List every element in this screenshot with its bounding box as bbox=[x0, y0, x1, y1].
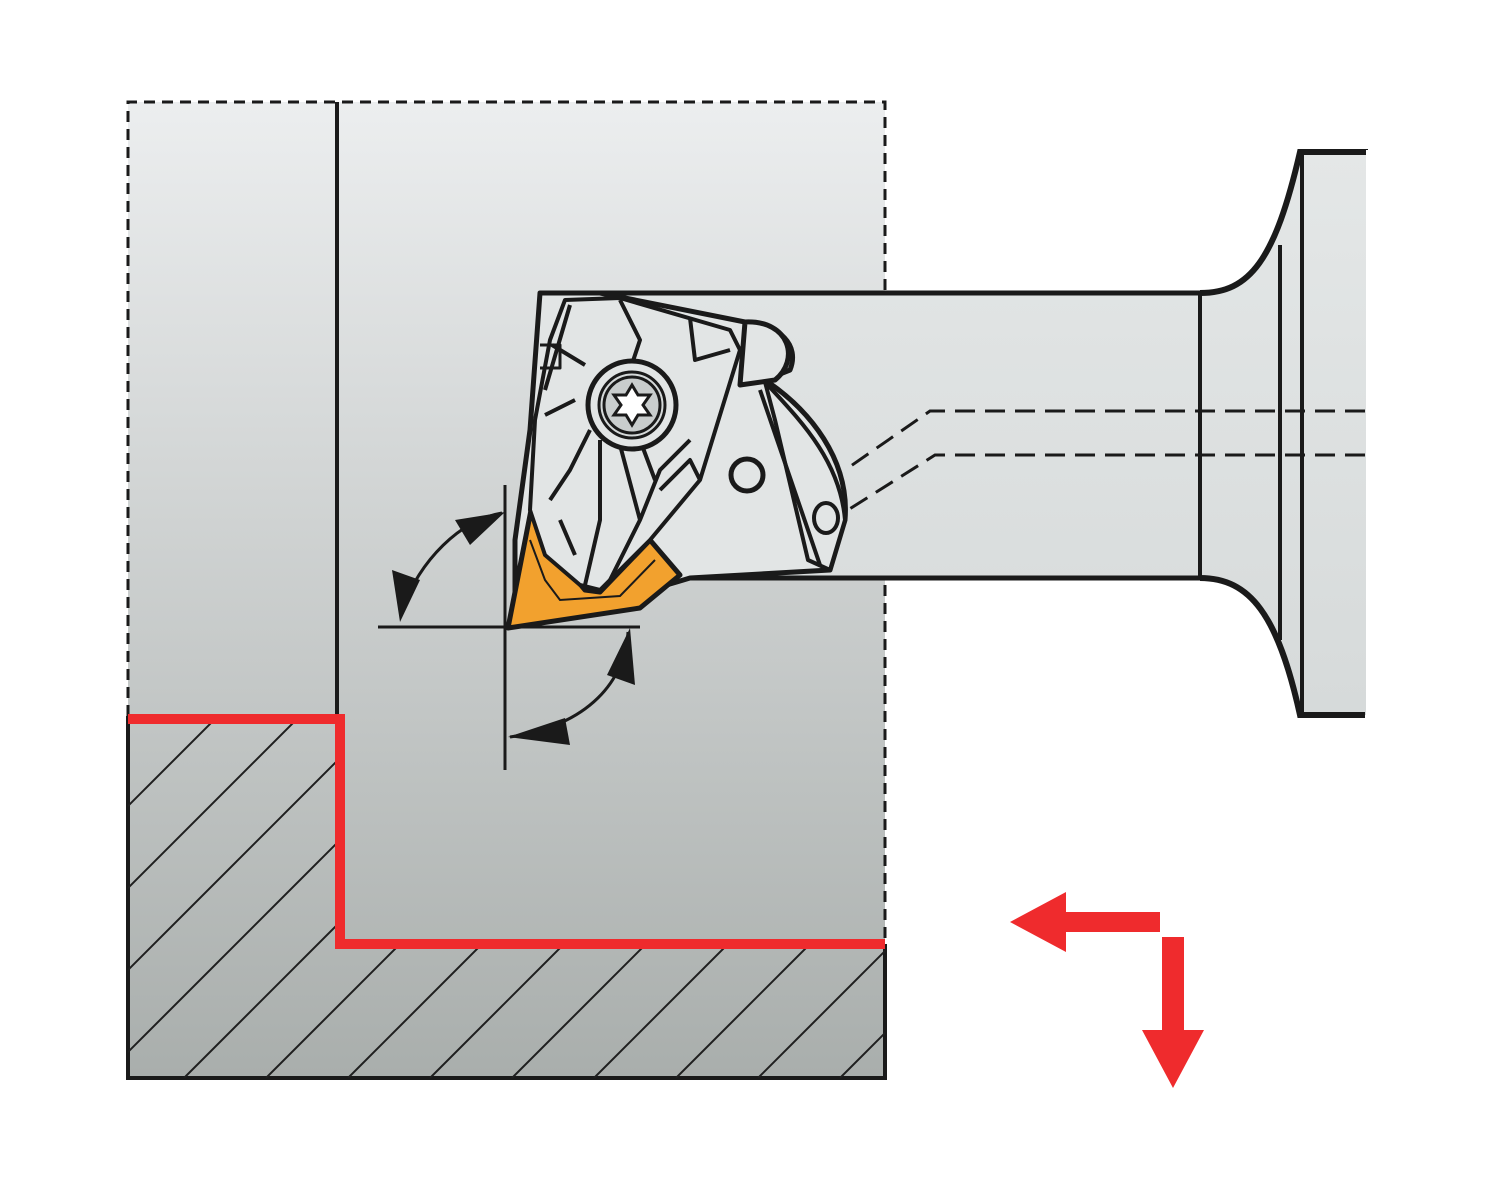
hatch-line bbox=[839, 722, 885, 1078]
angle-indicator-lower bbox=[508, 628, 635, 745]
angle-indicator-upper bbox=[378, 485, 640, 770]
feed-direction-arrows bbox=[1010, 892, 1204, 1088]
hatch-line bbox=[128, 722, 381, 1078]
screw-icon bbox=[585, 358, 679, 452]
arrow-left-icon bbox=[1010, 892, 1160, 952]
cut-path bbox=[128, 714, 885, 949]
hatch-line bbox=[922, 718, 1282, 1078]
hatch-line bbox=[1168, 718, 1500, 1078]
hatch-line bbox=[1086, 718, 1446, 1078]
hatch-line bbox=[128, 722, 217, 1078]
hatch-line bbox=[0, 718, 52, 1078]
hatch-line bbox=[128, 722, 135, 1078]
hatch-line bbox=[128, 722, 299, 1078]
arrow-down-icon bbox=[1142, 937, 1204, 1088]
hatch-line bbox=[757, 722, 885, 1078]
coolant-channel bbox=[839, 409, 1365, 517]
